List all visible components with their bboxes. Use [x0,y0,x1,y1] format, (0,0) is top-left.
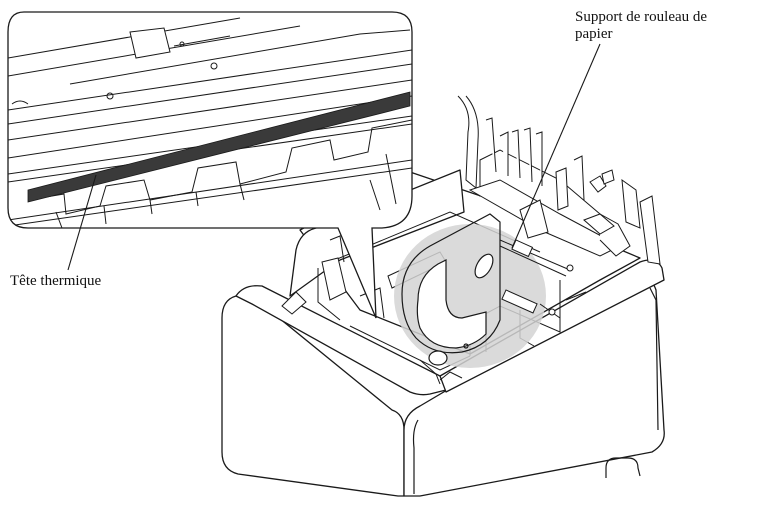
paper-roll-holder-label: Support de rouleau de papier [575,9,708,42]
zoom-callout [7,11,413,319]
front-notch [412,287,659,494]
leader-lines [67,43,601,271]
thermal-head-label: Tête thermique [10,273,102,289]
roll-axles [499,239,574,319]
cutter-mechanism [457,95,661,265]
roll-holder-leader [511,43,601,249]
thermal-head-leader [67,174,97,271]
thermal-head-strip [27,91,411,203]
roll-holder-plate [401,213,501,366]
